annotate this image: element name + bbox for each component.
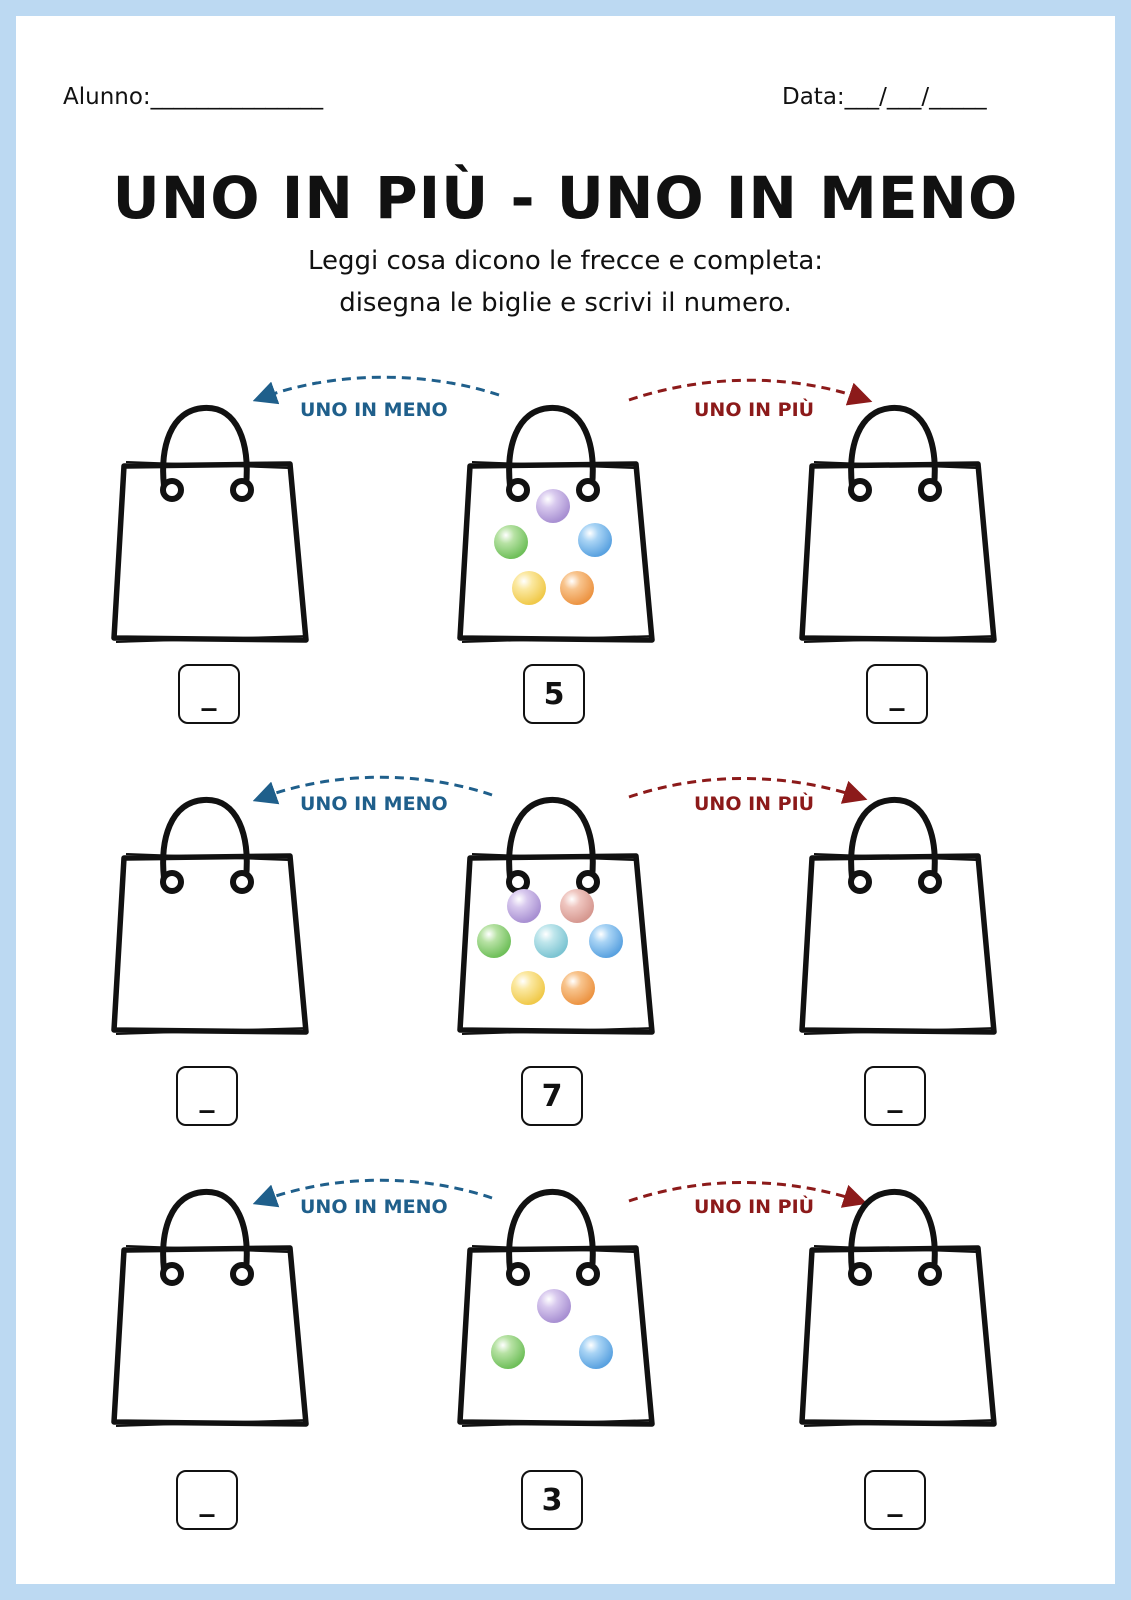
marbles-row-1 <box>494 489 612 605</box>
less-label-row-2: UNO IN MENO <box>300 793 448 815</box>
bag-row-1-left[interactable] <box>114 408 308 642</box>
marbles-row-3 <box>491 1289 613 1369</box>
bag-row-2-center <box>460 800 654 1034</box>
page-title: UNO IN PIÙ - UNO IN MENO <box>112 164 1019 232</box>
marble <box>477 924 511 958</box>
marble <box>507 889 541 923</box>
instruction-line-2: disegna le biglie e scrivi il numero. <box>339 288 792 318</box>
bag-row-3-right[interactable] <box>802 1192 996 1426</box>
more-label-row-2: UNO IN PIÙ <box>694 793 815 815</box>
worksheet-page: Alunno:_______________ Data:___/___/____… <box>16 16 1115 1584</box>
marble <box>536 489 570 523</box>
bag-row-3-left[interactable] <box>114 1192 308 1426</box>
answer-box-row-3-left[interactable]: _ <box>176 1470 238 1530</box>
more-label-row-3: UNO IN PIÙ <box>694 1196 815 1218</box>
number-box-row-3-center: 3 <box>521 1470 583 1530</box>
answer-box-row-3-right[interactable]: _ <box>864 1470 926 1530</box>
worksheet-art <box>16 375 1115 1584</box>
answer-box-row-1-right[interactable]: _ <box>866 664 928 724</box>
student-name-field[interactable]: Alunno:_______________ <box>63 84 324 110</box>
instruction-line-1: Leggi cosa dicono le frecce e completa: <box>307 246 824 276</box>
row-1-arrows <box>252 375 873 406</box>
bag-row-2-left[interactable] <box>114 800 308 1034</box>
bag-row-1-center <box>460 408 654 642</box>
marble <box>534 924 568 958</box>
less-label-row-3: UNO IN MENO <box>300 1196 448 1218</box>
less-label-row-1: UNO IN MENO <box>300 399 448 421</box>
bag-row-2-right[interactable] <box>802 800 996 1034</box>
bag-row-1-right[interactable] <box>802 408 996 642</box>
marble <box>494 525 528 559</box>
answer-box-row-2-left[interactable]: _ <box>176 1066 238 1126</box>
marble <box>578 523 612 557</box>
marbles-row-2 <box>477 889 623 1005</box>
number-box-row-2-center: 7 <box>521 1066 583 1126</box>
answer-box-row-1-left[interactable]: _ <box>178 664 240 724</box>
more-label-row-1: UNO IN PIÙ <box>694 399 815 421</box>
marble <box>589 924 623 958</box>
marble <box>579 1335 613 1369</box>
number-box-row-1-center: 5 <box>523 664 585 724</box>
marble <box>491 1335 525 1369</box>
answer-box-row-2-right[interactable]: _ <box>864 1066 926 1126</box>
marble <box>511 971 545 1005</box>
marble <box>560 889 594 923</box>
marble <box>512 571 546 605</box>
marble <box>537 1289 571 1323</box>
marble <box>560 571 594 605</box>
row-2-arrows <box>252 775 868 805</box>
marble <box>561 971 595 1005</box>
date-field[interactable]: Data:___/___/_____ <box>782 84 987 110</box>
row-3-arrows <box>252 1178 868 1208</box>
